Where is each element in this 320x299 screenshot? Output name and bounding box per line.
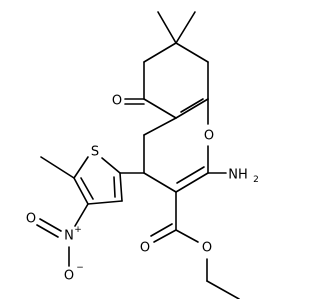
nitro-group: N + O O − (26, 203, 89, 284)
thiophene-sulfur-label: S (91, 145, 99, 160)
bond-methyl-b (175, 11, 196, 44)
bond-methyl-a (157, 11, 177, 44)
bond-c8a-c4a (175, 98, 209, 119)
bond-thc3-thc2-2 (113, 176, 116, 198)
bond-c6-c7 (143, 42, 177, 63)
bond-ch2-ch3 (206, 280, 240, 299)
gem-dimethyl-group (157, 11, 196, 44)
ester-ether-oxygen-label: O (202, 241, 212, 256)
bond-c2-c3-2 (176, 166, 205, 184)
bond-thc4-thc3 (87, 200, 123, 205)
bond-cester-o-ether (175, 229, 199, 243)
bond-c7-c6 (175, 42, 209, 63)
amino-group: NH 2 (207, 168, 259, 185)
thiophene-ring: S (73, 145, 145, 205)
bond-thc2-s (101, 157, 121, 174)
bond-cester-o-dbl-1 (153, 229, 177, 243)
bond-s-thc5 (73, 156, 89, 179)
bond-c4a-c8a-link (143, 117, 177, 136)
bond-cester-o-dbl-2 (150, 223, 173, 237)
nitro-oxygen-bottom-label: O (64, 269, 74, 284)
nitro-oxygen-top-label: O (26, 212, 36, 227)
molecule-structure-diagram: O O NH 2 O O S (26, 11, 259, 299)
ketone-oxygen-label: O (112, 94, 122, 109)
bond-n-o-top-2 (36, 224, 59, 238)
ring-oxygen-label: O (204, 129, 214, 144)
bond-n-o-top-1 (39, 218, 62, 232)
pyran-ring: O (143, 98, 214, 193)
amine-label: NH (228, 168, 248, 183)
ethyl-ester-group: O O (140, 191, 240, 299)
cyclohexanone-ring (143, 42, 209, 119)
nitro-nitrogen-charge: + (74, 225, 82, 235)
nitro-oxygen-bottom-charge: − (76, 263, 84, 273)
bond-thc5-methyl (40, 156, 75, 179)
nitro-nitrogen-label: N (64, 229, 74, 244)
bond-c3-c4 (143, 172, 177, 193)
bond-c4a-c5 (143, 98, 177, 119)
bond-thc4-n (74, 203, 89, 227)
bond-thc3-thc2-1 (119, 172, 123, 202)
bond-c2-c3-1 (175, 172, 209, 193)
ketone-group: O (112, 94, 145, 109)
amine-subscript: 2 (253, 175, 259, 185)
bond-c4a-c5-inner (180, 98, 204, 113)
bond-thc5-thc4-1 (73, 177, 89, 205)
ester-carbonyl-oxygen-label: O (140, 241, 150, 256)
bond-thc5-thc4-2 (80, 177, 94, 200)
